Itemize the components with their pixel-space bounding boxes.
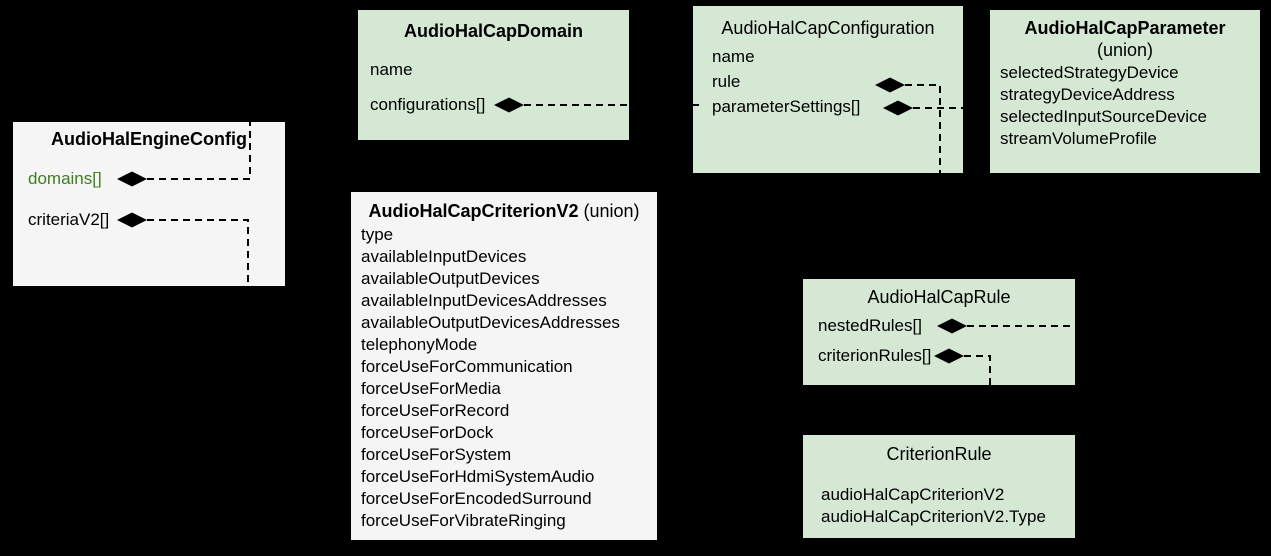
field-availableinputdevices: availableInputDevices [361,247,527,266]
field-domains: domains[] [28,169,102,188]
field-strategydeviceaddress: strategyDeviceAddress [1000,85,1175,104]
class-box-audiohalcaprule: AudioHalCapRule nestedRules[] criterionR… [803,279,1075,385]
field-parametersettings: parameterSettings[] [712,97,861,116]
class-title: AudioHalCapCriterionV2(union) [351,200,657,222]
class-box-audiohalcapcriterionv2: AudioHalCapCriterionV2(union) type avail… [351,192,657,540]
field-availableinputdevicesaddresses: availableInputDevicesAddresses [361,291,607,310]
field-forceuseforrecord: forceUseForRecord [361,401,510,420]
class-title: CriterionRule [886,444,992,464]
class-subtitle-union: (union) [583,201,640,221]
class-title: AudioHalCapRule [867,287,1011,307]
class-title: AudioHalCapDomain [403,21,583,41]
field-rule: rule [712,72,741,91]
field-name: name [712,47,755,66]
field-forceuseforcommunication: forceUseForCommunication [361,357,573,376]
field-forceuseformedia: forceUseForMedia [361,379,501,398]
field-forceuseforencodedsurround: forceUseForEncodedSurround [361,489,592,508]
field-name: name [370,60,413,79]
field-audiohalcapcriterionv2-type: audioHalCapCriterionV2.Type [821,507,1046,526]
class-subtitle-union: (union) [1096,40,1154,60]
field-selectedinputsourcedevice: selectedInputSourceDevice [1000,107,1207,126]
field-nestedrules: nestedRules[] [818,316,922,335]
class-box-audiohalengineconfig: AudioHalEngineConfig domains[] criteriaV… [13,122,285,286]
field-criteriav2: criteriaV2[] [28,210,110,229]
field-type: type [361,225,394,244]
class-title: AudioHalCapConfiguration [721,18,935,38]
field-selectedstrategydevice: selectedStrategyDevice [1000,63,1179,82]
field-availableoutputdevices: availableOutputDevices [361,269,540,288]
class-title-text: AudioHalCapCriterionV2 [368,201,579,221]
class-box-audiohalcapdomain: AudioHalCapDomain name configurations[] [358,10,629,140]
class-title: AudioHalEngineConfig [51,129,247,149]
class-title: AudioHalCapParameter [1024,18,1226,38]
class-box-criterionrule: CriterionRule audioHalCapCriterionV2 aud… [803,435,1075,538]
field-criterionrules: criterionRules[] [818,346,932,365]
class-box-audiohalcapparameter: AudioHalCapParameter (union) selectedStr… [990,10,1260,173]
field-forceuseforsystem: forceUseForSystem [361,445,512,464]
field-availableoutputdevicesaddresses: availableOutputDevicesAddresses [361,313,620,332]
field-forceuseforvibrateringing: forceUseForVibrateRinging [361,511,566,530]
field-audiohalcapcriterionv2: audioHalCapCriterionV2 [821,485,1005,504]
field-forceusefordock: forceUseForDock [361,423,494,442]
field-telephonymode: telephonyMode [361,335,478,354]
field-configurations: configurations[] [370,95,486,114]
field-forceuseforhdmisystemaudio: forceUseForHdmiSystemAudio [361,467,595,486]
class-box-audiohalcapconfiguration: AudioHalCapConfiguration name rule param… [693,6,963,173]
field-streamvolumeprofile: streamVolumeProfile [1000,129,1157,148]
